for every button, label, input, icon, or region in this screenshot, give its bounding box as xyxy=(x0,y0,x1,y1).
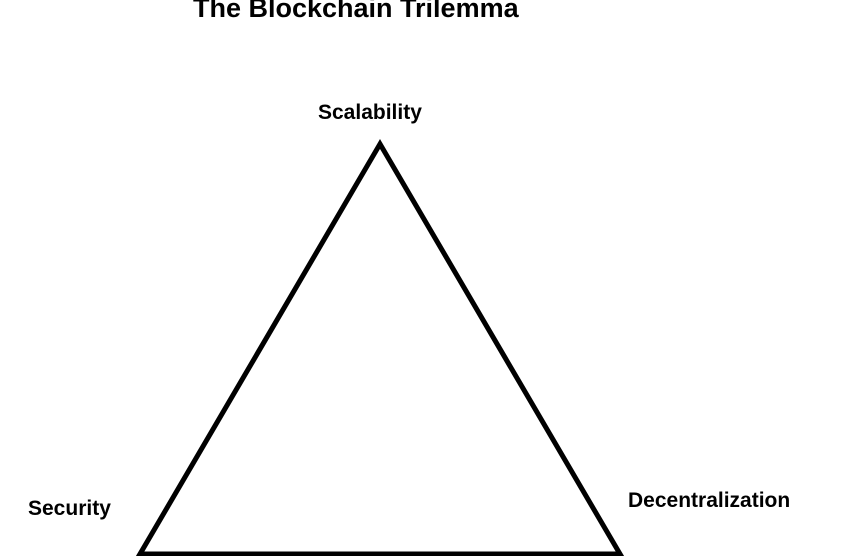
vertex-label-scalability: Scalability xyxy=(318,101,422,124)
vertex-label-decentralization: Decentralization xyxy=(628,489,791,512)
vertex-label-security: Security xyxy=(28,497,111,520)
triangle-shape xyxy=(135,139,625,556)
diagram-title: The Blockchain Trilemma xyxy=(193,0,519,23)
